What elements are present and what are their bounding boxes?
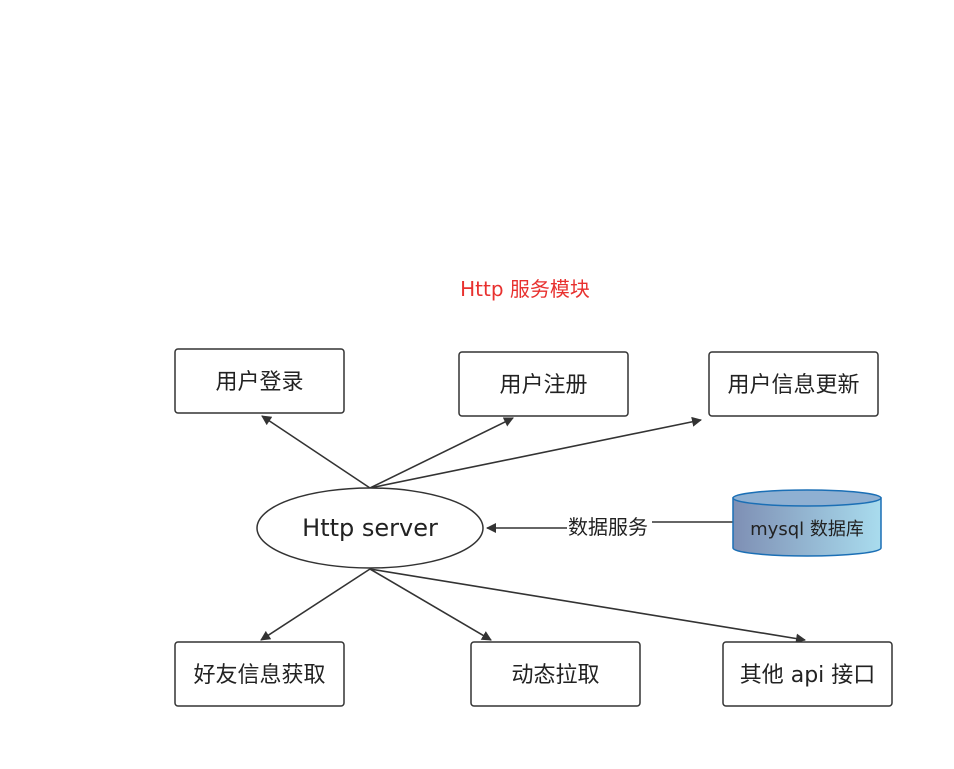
node-mysql-database: mysql 数据库 xyxy=(732,489,882,557)
node-feed-fetch-label: 动态拉取 xyxy=(511,663,599,688)
node-http-server: Http server xyxy=(256,487,484,569)
diagram-title: Http 服务模块 xyxy=(460,277,590,301)
edge-server-to-register xyxy=(369,417,514,489)
node-friends-info: 好友信息获取 xyxy=(174,641,345,707)
node-user-register-label: 用户注册 xyxy=(499,373,587,398)
edge-server-to-feed xyxy=(369,568,492,641)
node-other-api: 其他 api 接口 xyxy=(722,641,893,707)
node-http-server-label: Http server xyxy=(302,514,438,542)
node-mysql-database-label: mysql 数据库 xyxy=(750,519,864,540)
edge-label-data-service: 数据服务 xyxy=(568,515,648,539)
edge-server-to-friends xyxy=(260,568,371,641)
node-user-info-update-label: 用户信息更新 xyxy=(727,373,859,398)
node-other-api-label: 其他 api 接口 xyxy=(740,663,876,688)
node-user-login-label: 用户登录 xyxy=(215,370,303,395)
edge-server-to-other-api xyxy=(369,568,806,644)
node-user-login: 用户登录 xyxy=(174,348,345,414)
node-user-info-update: 用户信息更新 xyxy=(708,351,879,417)
node-friends-info-label: 好友信息获取 xyxy=(193,663,325,688)
edge-server-to-login xyxy=(261,415,371,489)
edge-server-to-update xyxy=(369,416,702,489)
node-user-register: 用户注册 xyxy=(458,351,629,417)
node-feed-fetch: 动态拉取 xyxy=(470,641,641,707)
